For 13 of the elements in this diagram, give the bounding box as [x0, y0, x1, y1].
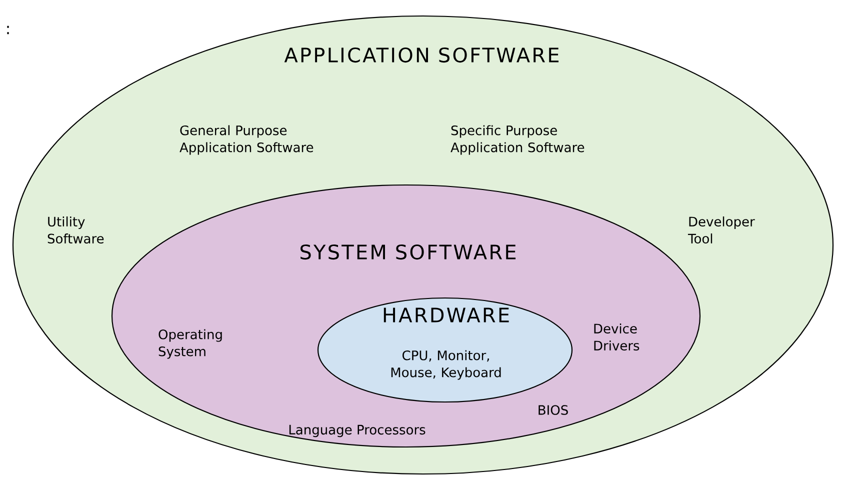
item-label: General Purpose Application Software: [180, 125, 314, 155]
section-heading: SYSTEM SOFTWARE: [300, 244, 516, 260]
item-label: Device Drivers: [594, 323, 640, 351]
section-heading: APPLICATION SOFTWARE: [284, 47, 559, 63]
item-label: Specific Purpose Application Software: [450, 125, 584, 155]
item-label: Utility Software: [48, 216, 104, 244]
colon-mark: :: [7, 26, 9, 34]
item-label: Developer Tool: [688, 216, 755, 244]
item-label: Operating System: [158, 329, 222, 359]
item-label: BIOS: [538, 405, 568, 415]
item-label: CPU, Monitor, Mouse, Keyboard: [391, 350, 501, 380]
item-label: Language Processors: [289, 424, 426, 438]
section-heading: HARDWARE: [384, 308, 509, 322]
